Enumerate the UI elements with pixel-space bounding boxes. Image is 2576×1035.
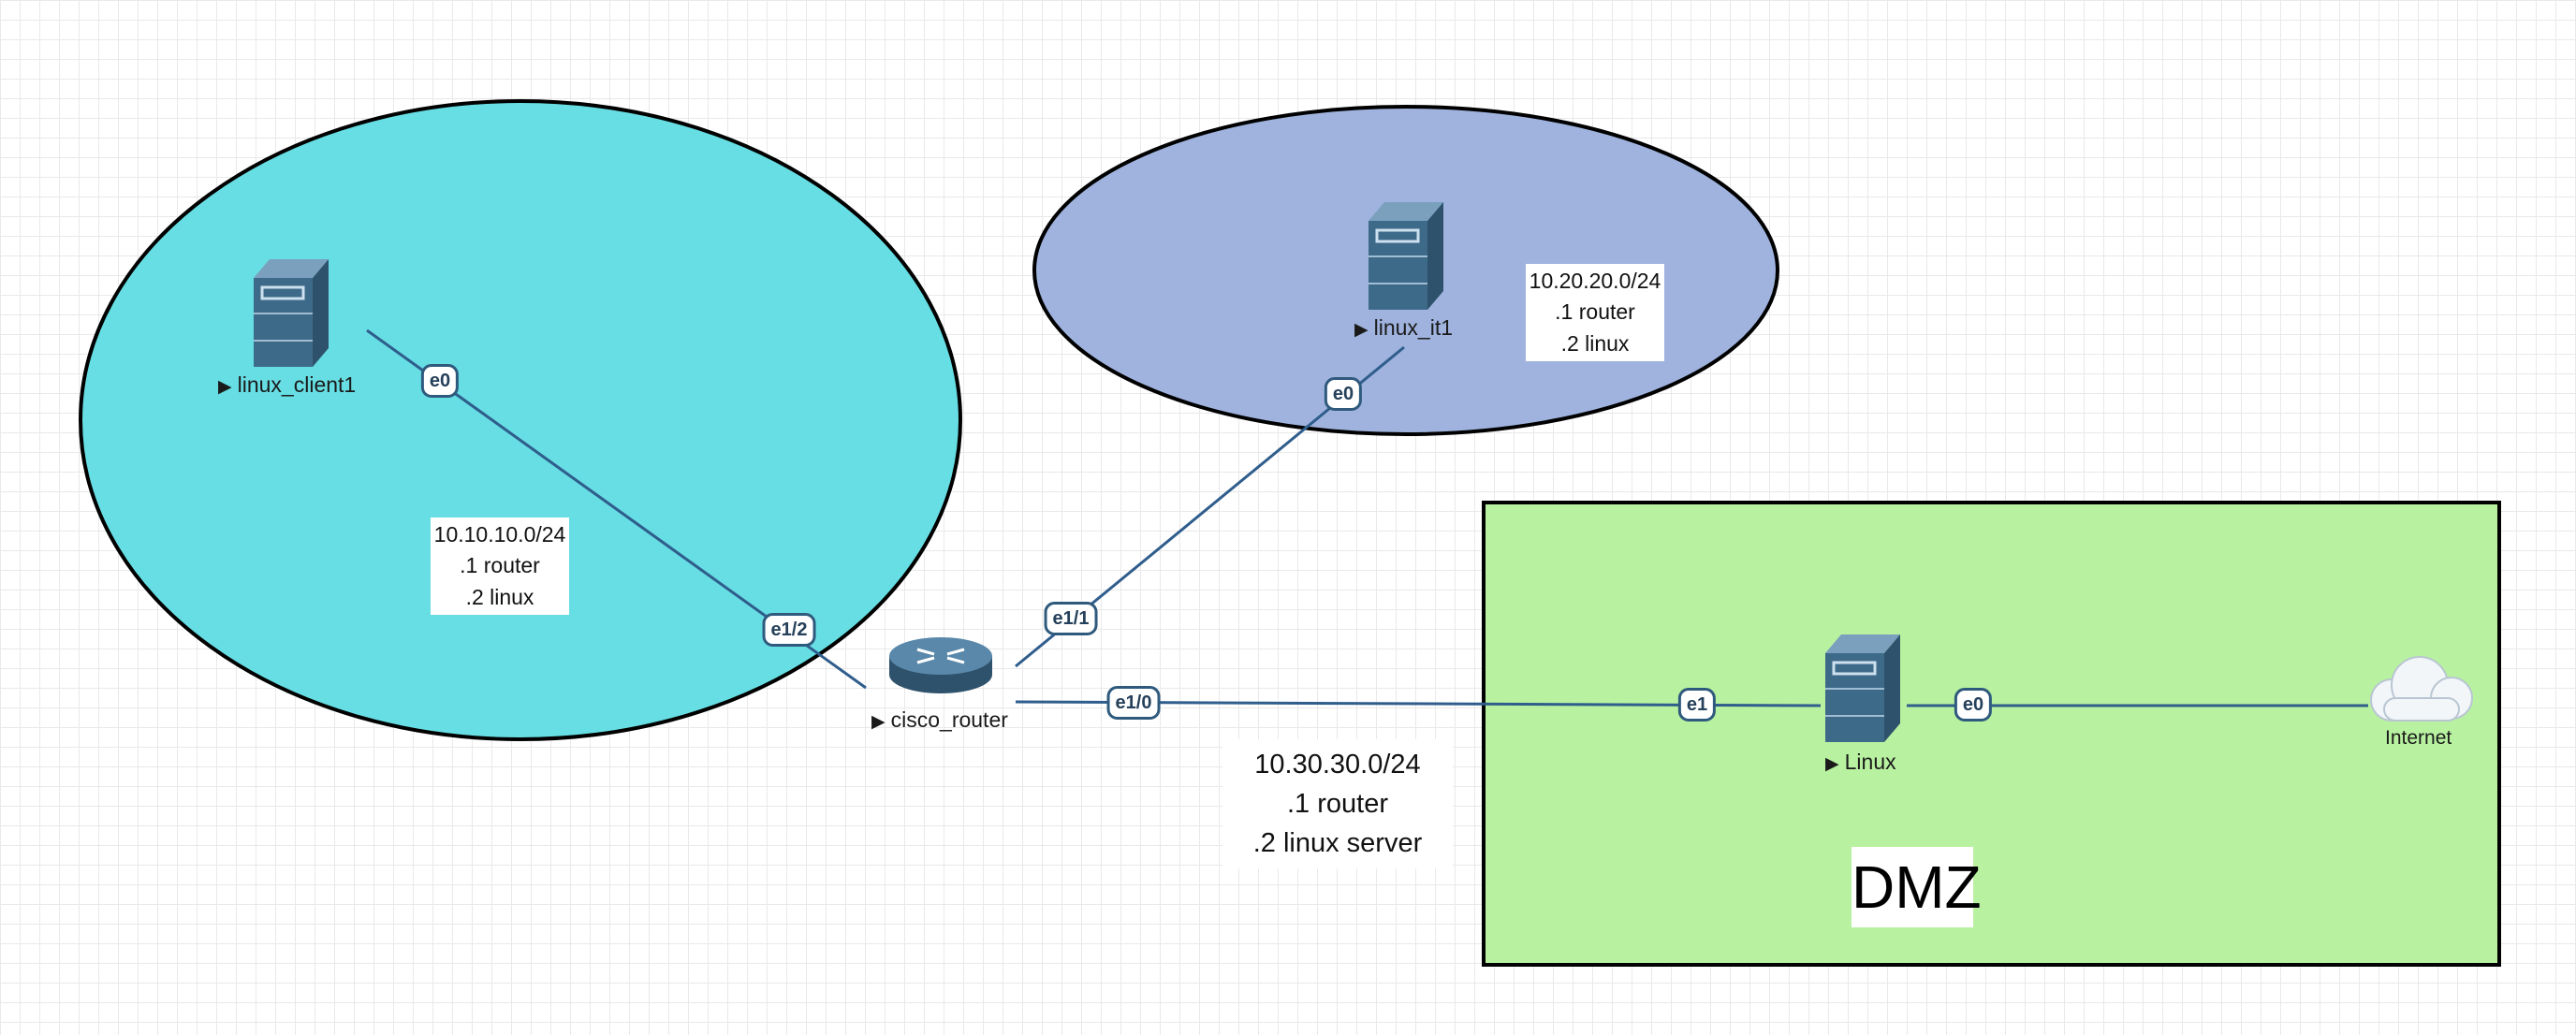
- subnet-note-it[interactable]: 10.20.20.0/24 .1 router .2 linux: [1526, 264, 1664, 362]
- iface-it-e0[interactable]: e0: [1324, 377, 1363, 411]
- iface-router-e1-1[interactable]: e1/1: [1044, 602, 1098, 635]
- router-icon[interactable]: [889, 637, 992, 693]
- linux-client1-label: linux_client1: [237, 372, 357, 397]
- dmz-title[interactable]: DMZ: [1852, 847, 1982, 927]
- node-label-linux-it1[interactable]: ▶linux_it1: [1354, 315, 1453, 341]
- node-label-linux-client1[interactable]: ▶linux_client1: [218, 372, 356, 398]
- linux-dmz-label: Linux: [1844, 750, 1896, 774]
- client-network-zone[interactable]: [79, 99, 962, 741]
- cloud-icon[interactable]: [2370, 656, 2473, 722]
- server-icon[interactable]: [254, 259, 329, 367]
- subnet-router: .1 router: [1555, 299, 1635, 325]
- play-icon[interactable]: ▶: [218, 377, 232, 397]
- play-icon[interactable]: ▶: [1825, 754, 1839, 774]
- node-label-internet: Internet: [2385, 727, 2452, 750]
- server-icon[interactable]: [1825, 634, 1900, 742]
- subnet-router: .1 router: [460, 553, 540, 578]
- linux-it1-label: linux_it1: [1373, 315, 1454, 340]
- node-label-cisco-router[interactable]: ▶cisco_router: [871, 707, 1008, 733]
- subnet-host: .2 linux: [1560, 330, 1630, 356]
- iface-router-e1-0[interactable]: e1/0: [1106, 686, 1161, 720]
- server-icon[interactable]: [1368, 202, 1443, 310]
- dmz-zone[interactable]: [1482, 501, 2501, 967]
- subnet-network: 10.20.20.0/24: [1529, 269, 1661, 293]
- iface-router-e1-2[interactable]: e1/2: [762, 613, 816, 647]
- subnet-host: .2 linux server: [1252, 828, 1423, 859]
- play-icon[interactable]: ▶: [871, 712, 886, 732]
- iface-dmz-e1[interactable]: e1: [1677, 688, 1717, 722]
- iface-dmz-e0[interactable]: e0: [1954, 688, 1993, 722]
- subnet-host: .2 linux: [465, 584, 534, 609]
- subnet-note-client[interactable]: 10.10.10.0/24 .1 router .2 linux: [431, 518, 569, 616]
- subnet-network: 10.30.30.0/24: [1254, 750, 1421, 780]
- subnet-router: .1 router: [1287, 789, 1388, 820]
- node-label-linux-dmz[interactable]: ▶Linux: [1825, 750, 1896, 775]
- subnet-network: 10.10.10.0/24: [433, 522, 566, 547]
- cisco-router-label: cisco_router: [890, 707, 1008, 732]
- play-icon[interactable]: ▶: [1354, 320, 1368, 340]
- iface-client-e0[interactable]: e0: [420, 364, 460, 398]
- subnet-note-dmz[interactable]: 10.30.30.0/24 .1 router .2 linux server: [1222, 739, 1453, 869]
- internet-label: Internet: [2385, 727, 2452, 749]
